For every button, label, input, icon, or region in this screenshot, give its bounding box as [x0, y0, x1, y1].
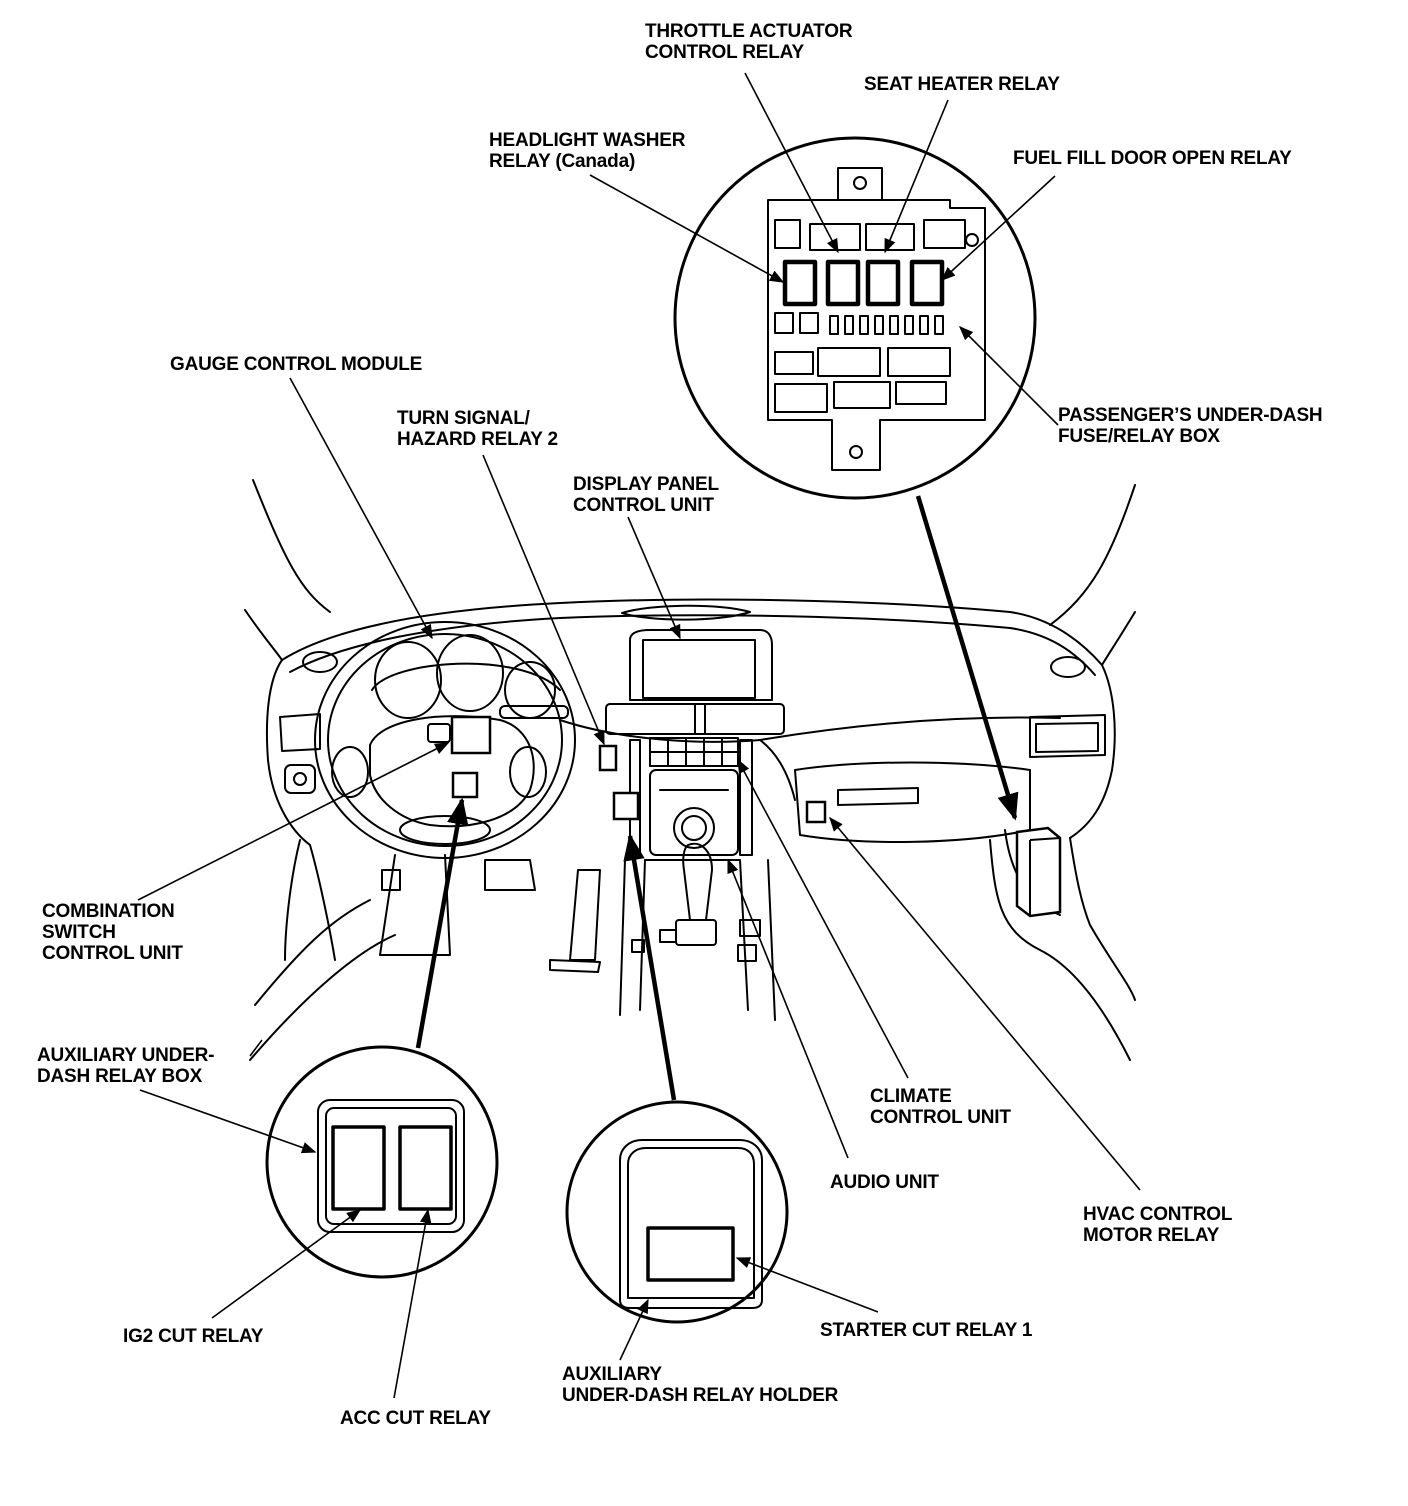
label-acc-cut-relay: ACC CUT RELAY: [340, 1408, 491, 1429]
label-gauge-control-module: GAUGE CONTROL MODULE: [170, 354, 423, 375]
steering-column: [379, 854, 536, 956]
turn-signal-hazard-relay-2: [598, 744, 618, 772]
passengers-under-dash-fuse-relay-box-location: [1015, 826, 1062, 918]
label-ig2-cut-relay: IG2 CUT RELAY: [123, 1326, 264, 1347]
ig2-cut-relay: [331, 1125, 386, 1211]
label-turn-signal-hazard-relay-2: TURN SIGNAL/HAZARD RELAY 2: [397, 408, 558, 450]
label-audio-unit: AUDIO UNIT: [830, 1172, 939, 1193]
location-arrows: [415, 495, 1019, 1101]
pedals: [549, 869, 601, 973]
fuse-relay-box-inset: [673, 136, 1037, 500]
auxiliary-under-dash-relay-holder-location: [612, 791, 640, 821]
steering-wheel: [314, 621, 576, 859]
combination-switch-control-unit: [450, 715, 492, 755]
auxiliary-relay-box-inset: [265, 1045, 499, 1279]
leader-lines: [137, 72, 1141, 1399]
relay-slots: [782, 259, 945, 307]
label-starter-cut-relay-1: STARTER CUT RELAY 1: [820, 1320, 1033, 1341]
dashboard-outline: [244, 479, 1136, 1061]
auxiliary-relay-holder-inset: [565, 1100, 789, 1324]
label-fuel-fill-door-open-relay: FUEL FILL DOOR OPEN RELAY: [1013, 148, 1292, 169]
auxiliary-under-dash-relay-box-location: [451, 771, 479, 799]
starter-cut-relay-1: [646, 1226, 735, 1282]
label-seat-heater-relay: SEAT HEATER RELAY: [864, 74, 1060, 95]
center-stack: [605, 629, 785, 1021]
hvac-control-motor-relay: [805, 800, 827, 824]
label-auxiliary-under-dash-relay-box: AUXILIARY UNDER-DASH RELAY BOX: [37, 1045, 215, 1087]
